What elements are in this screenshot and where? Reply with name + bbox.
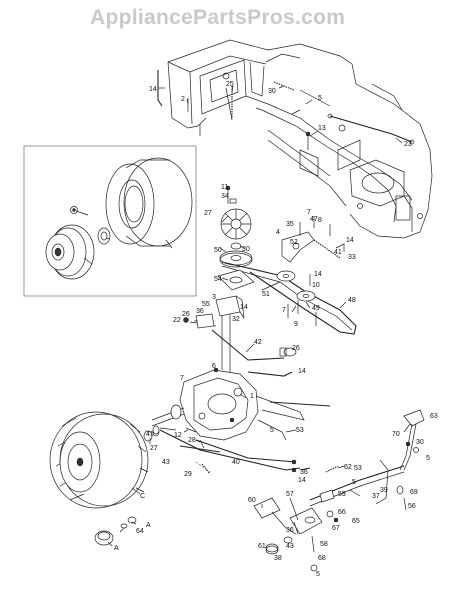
chassis-frame bbox=[157, 39, 433, 239]
callout-17: 22 bbox=[173, 317, 181, 324]
callout-60: 68 bbox=[318, 555, 326, 562]
callout-47: 55 bbox=[202, 301, 210, 308]
callout-26-top: 30 bbox=[242, 246, 250, 253]
callout-55: 63 bbox=[430, 413, 438, 420]
callout-9: 9 bbox=[294, 321, 298, 328]
callout-43: 51 bbox=[262, 291, 270, 298]
transmission-mount bbox=[183, 269, 297, 377]
callout-6: 6 bbox=[212, 363, 216, 370]
callout-12: 12 bbox=[174, 432, 182, 439]
callout-30-low: 36 bbox=[300, 469, 308, 476]
transaxle bbox=[151, 367, 331, 449]
cooling-fan bbox=[220, 208, 252, 240]
callout-10: 10 bbox=[312, 282, 320, 289]
callout-57: 65 bbox=[352, 518, 360, 525]
callout-27: 32 bbox=[232, 316, 240, 323]
callout-5-low: 5 bbox=[426, 455, 430, 462]
callout-16: 23 bbox=[404, 141, 412, 148]
callout-14-c: 14 bbox=[240, 304, 248, 311]
leader-lines bbox=[75, 85, 411, 547]
callout-35: 40 bbox=[232, 459, 240, 466]
callout-41: 49 bbox=[312, 305, 320, 312]
callout-58: 66 bbox=[338, 509, 346, 516]
callout-13: 13 bbox=[318, 125, 326, 132]
callout-26-low: 30 bbox=[416, 439, 424, 446]
callout-4: 4 bbox=[276, 229, 280, 236]
callout-63: A bbox=[114, 545, 119, 552]
callout-52: 60 bbox=[248, 497, 256, 504]
pulley-fan-assembly bbox=[219, 185, 357, 335]
callout-31-low: 36 bbox=[286, 527, 294, 534]
callout-14-b: 14 bbox=[314, 271, 322, 278]
callout-18: 14 bbox=[149, 86, 157, 93]
callout-38: 43 bbox=[162, 459, 170, 466]
callout-23: 30 bbox=[268, 88, 276, 95]
callout-48: 56 bbox=[408, 503, 416, 510]
callout-36-top: 41 bbox=[334, 249, 342, 256]
callout-36-low: 41 bbox=[146, 431, 154, 438]
callout-51: 59 bbox=[338, 491, 346, 498]
callout-3: 3 bbox=[212, 294, 216, 301]
callout-labels: 14 2 25 30 5 13 23 11 34 27 30 50 54 7 8… bbox=[114, 81, 438, 578]
callout-20-low: 27 bbox=[150, 445, 158, 452]
callout-56: 64 bbox=[136, 528, 144, 535]
callout-53: 61 bbox=[258, 543, 266, 550]
rear-wheel bbox=[49, 411, 160, 546]
callout-25: 28 bbox=[188, 437, 196, 444]
callout-14-e: 14 bbox=[298, 477, 306, 484]
callout-29: 34 bbox=[221, 193, 229, 200]
callout-14-d: 14 bbox=[298, 368, 306, 375]
callout-45-b: 53 bbox=[354, 465, 362, 472]
callout-59: 67 bbox=[332, 525, 340, 532]
watermark: AppliancePartsPros.com bbox=[90, 6, 345, 29]
linkage-rods bbox=[152, 425, 301, 475]
callout-44: 52 bbox=[290, 239, 298, 246]
callout-14-a: 14 bbox=[346, 237, 354, 244]
callout-1: 1 bbox=[250, 393, 254, 400]
callout-65: C bbox=[140, 493, 145, 500]
callout-34: 39 bbox=[380, 487, 388, 494]
callout-20-top: 26 bbox=[292, 345, 300, 352]
callout-32: 37 bbox=[372, 493, 380, 500]
callout-15: 25 bbox=[226, 81, 234, 88]
callout-62: 70 bbox=[392, 431, 400, 438]
callout-30-top: 35 bbox=[286, 221, 294, 228]
callout-39: 47 bbox=[310, 216, 318, 223]
callout-28: 33 bbox=[348, 254, 356, 261]
callout-42: 50 bbox=[214, 247, 222, 254]
callout-50: 58 bbox=[320, 541, 328, 548]
callout-8: 8 bbox=[318, 217, 322, 224]
callout-61: 69 bbox=[410, 489, 418, 496]
callout-7-top: 7 bbox=[307, 209, 311, 216]
callout-5-bottom: 5 bbox=[352, 479, 356, 486]
callout-45-a: 53 bbox=[296, 427, 304, 434]
callout-22: 29 bbox=[184, 471, 192, 478]
front-wheel-inset bbox=[23, 145, 197, 297]
pedal-assembly bbox=[253, 409, 425, 572]
callout-49: 57 bbox=[286, 491, 294, 498]
callout-5-foot: 5 bbox=[316, 571, 320, 578]
callout-37: 42 bbox=[254, 339, 262, 346]
callout-5-mid: 5 bbox=[270, 427, 274, 434]
callout-7-mid: 7 bbox=[282, 307, 286, 314]
callout-38-low: 43 bbox=[286, 543, 294, 550]
callout-46: 54 bbox=[214, 276, 222, 283]
callout-64: A bbox=[146, 522, 151, 529]
callout-5-top: 5 bbox=[318, 95, 322, 102]
callout-19: 26 bbox=[182, 311, 190, 318]
callout-54: 62 bbox=[344, 464, 352, 471]
callout-2: 2 bbox=[181, 96, 185, 103]
callout-7-low: 7 bbox=[180, 375, 184, 382]
callout-21: 27 bbox=[204, 210, 212, 217]
callout-33: 38 bbox=[274, 555, 282, 562]
callout-11: 11 bbox=[221, 184, 228, 191]
callout-40: 48 bbox=[348, 297, 356, 304]
callout-31-mid: 36 bbox=[196, 308, 204, 315]
